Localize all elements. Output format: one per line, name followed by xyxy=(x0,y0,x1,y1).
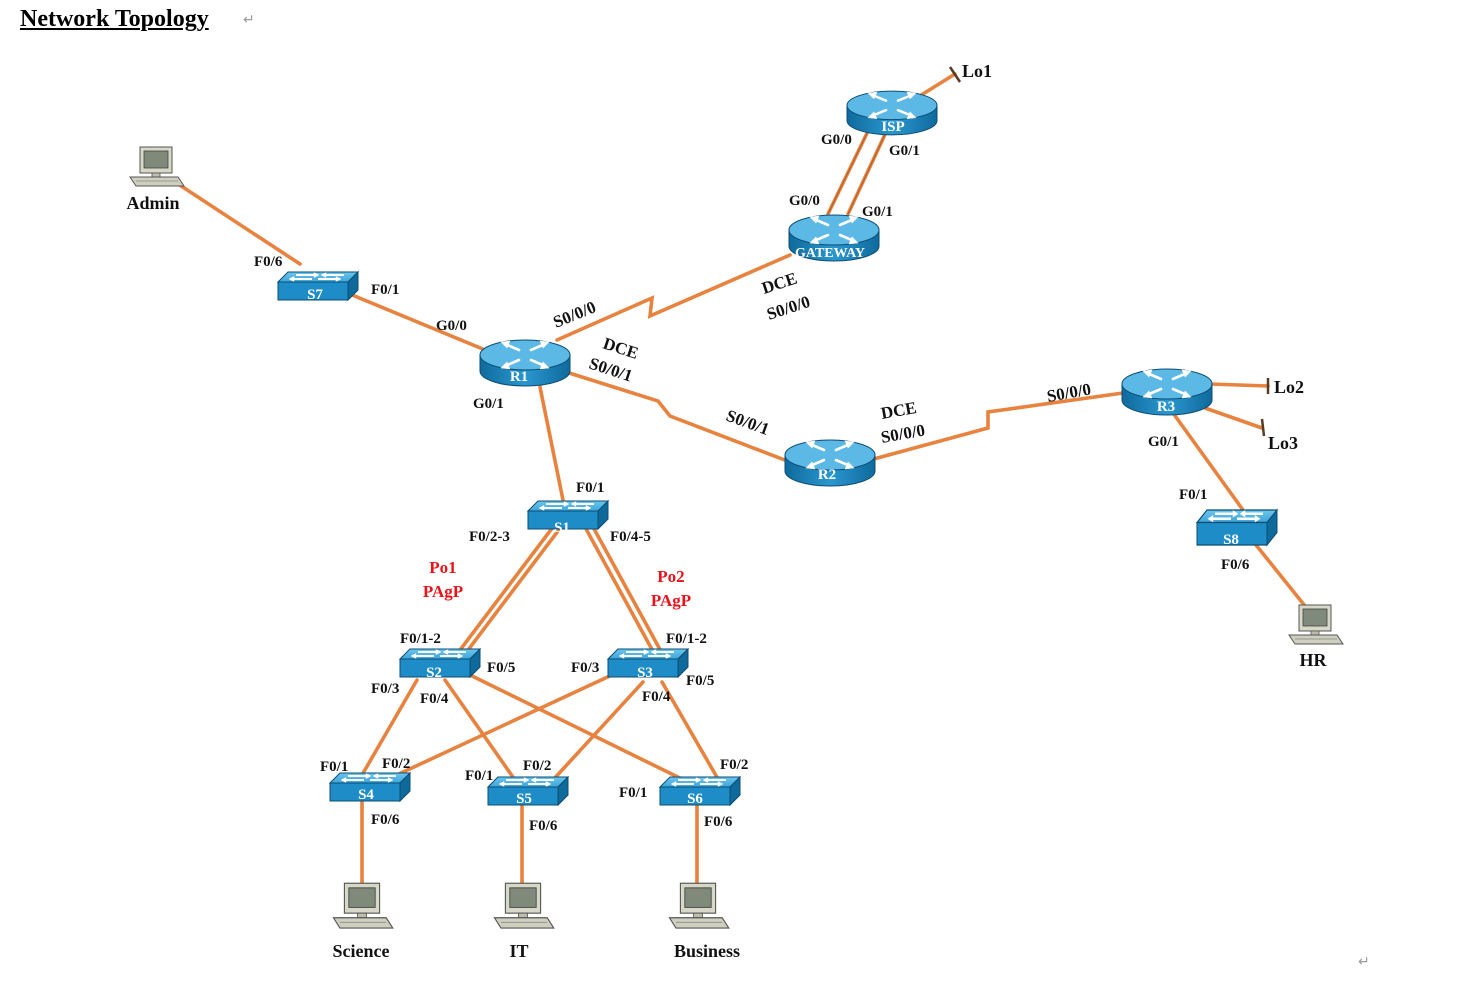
port-label: F0/1 xyxy=(1179,487,1207,503)
router-label: GATEWAY xyxy=(795,246,865,261)
port-label: G0/0 xyxy=(436,318,467,334)
port-label: F0/1-2 xyxy=(400,631,441,647)
loopback-label-lo3: Lo3 xyxy=(1268,433,1298,453)
port-label: F0/6 xyxy=(254,254,283,270)
port-label: F0/6 xyxy=(1221,557,1250,573)
etherchannel-isp-gateway-a xyxy=(826,125,872,216)
link-s2-s5 xyxy=(443,678,517,782)
loopback-label-lo2: Lo2 xyxy=(1274,377,1304,397)
link-s2-s4 xyxy=(360,678,419,777)
port-label: F0/6 xyxy=(704,814,733,830)
switch-label: S5 xyxy=(516,791,532,807)
serial-link-r1-r2 xyxy=(564,370,792,464)
port-label: F0/2 xyxy=(720,757,748,773)
port-label: F0/4 xyxy=(420,691,449,707)
paragraph-mark-icon: ↵ xyxy=(243,12,255,28)
loopback-caps xyxy=(948,66,1270,437)
port-label: F0/3 xyxy=(571,660,599,676)
router-label: R1 xyxy=(510,369,528,385)
port-label: F0/4-5 xyxy=(610,529,651,545)
port-label: F0/1 xyxy=(371,282,399,298)
pc-admin-icon[interactable] xyxy=(129,146,185,187)
switch-label: S6 xyxy=(687,791,703,807)
port-label: F0/1-2 xyxy=(666,631,707,647)
port-label: F0/6 xyxy=(529,818,558,834)
port-label: F0/2-3 xyxy=(469,529,510,545)
etherchannel-po1-b xyxy=(463,525,563,656)
port-label: S0/0/0 xyxy=(1045,380,1092,406)
port-label: DCE xyxy=(879,398,918,423)
router-label: R3 xyxy=(1157,399,1175,415)
port-label: F0/6 xyxy=(371,812,400,828)
link-r1-s1 xyxy=(538,385,565,502)
pc-science-icon[interactable] xyxy=(332,882,394,929)
port-label: G0/1 xyxy=(1148,434,1179,450)
switch-label: S4 xyxy=(358,787,374,803)
port-label: F0/2 xyxy=(382,756,410,772)
serial-link-r2-r3 xyxy=(868,390,1132,462)
link-s7-r1 xyxy=(338,288,492,354)
etherchannel-label-po1: Po1 xyxy=(429,558,456,577)
port-label: F0/4 xyxy=(642,689,671,705)
pc-it-icon[interactable] xyxy=(493,882,555,929)
host-label-it: IT xyxy=(509,941,528,961)
link-s2-s6 xyxy=(466,672,690,784)
etherchannel-po2-b xyxy=(591,525,665,657)
switch-label: S1 xyxy=(554,520,570,536)
port-label: F0/5 xyxy=(487,660,515,676)
etherchannel-po1-a xyxy=(455,525,555,656)
etherchannel-label-po2: Po2 xyxy=(657,567,684,586)
port-label: S0/0/0 xyxy=(764,292,812,324)
paragraph-mark-icon: ↵ xyxy=(1358,954,1370,970)
port-label: G0/1 xyxy=(889,143,920,159)
etherchannel-protocol-po1: PAgP xyxy=(423,582,463,601)
page-title: Network Topology xyxy=(20,6,209,32)
router-label: R2 xyxy=(818,467,836,483)
port-label: F0/3 xyxy=(371,681,399,697)
port-label: S0/0/1 xyxy=(724,406,772,439)
switch-label: S3 xyxy=(637,665,653,681)
host-label-admin: Admin xyxy=(126,193,179,213)
link-s8-hr xyxy=(1254,543,1307,608)
etherchannel-protocol-po2: PAgP xyxy=(651,591,691,610)
link-s3-s4 xyxy=(384,672,616,782)
port-label: G0/0 xyxy=(821,132,852,148)
port-label: G0/1 xyxy=(473,396,504,412)
host-label-hr: HR xyxy=(1300,650,1328,670)
port-label: F0/5 xyxy=(686,673,714,689)
loopback-label-lo1: Lo1 xyxy=(962,61,992,81)
link-r3-s8 xyxy=(1166,404,1245,512)
etherchannel-isp-gateway-b xyxy=(846,126,890,216)
port-label: F0/1 xyxy=(576,480,604,496)
port-label: F0/1 xyxy=(465,768,493,784)
link-r3-lo2 xyxy=(1208,382,1270,388)
link-s3-s6 xyxy=(660,680,720,781)
etherchannel-po2-a xyxy=(583,525,657,657)
link-isp-lo1 xyxy=(916,72,957,99)
pc-business-icon[interactable] xyxy=(668,882,730,929)
switch-label: S8 xyxy=(1223,532,1239,548)
link-s3-s5 xyxy=(550,680,645,783)
link-r3-lo3 xyxy=(1203,406,1264,430)
port-label: G0/1 xyxy=(862,204,893,220)
serial-link-r1-gateway xyxy=(555,253,792,342)
port-label: F0/2 xyxy=(523,758,551,774)
host-label-business: Business xyxy=(674,941,740,961)
port-label: G0/0 xyxy=(789,193,820,209)
switch-label: S2 xyxy=(426,665,442,681)
port-label: S0/0/0 xyxy=(879,421,926,447)
port-label: DCE xyxy=(759,269,799,298)
router-label: ISP xyxy=(881,119,904,135)
pc-hr-icon[interactable] xyxy=(1288,604,1344,645)
port-label: F0/1 xyxy=(619,785,647,801)
host-label-science: Science xyxy=(333,941,390,961)
switch-label: S7 xyxy=(307,287,323,303)
link-admin-s7 xyxy=(170,178,302,266)
port-label: F0/1 xyxy=(320,759,348,775)
